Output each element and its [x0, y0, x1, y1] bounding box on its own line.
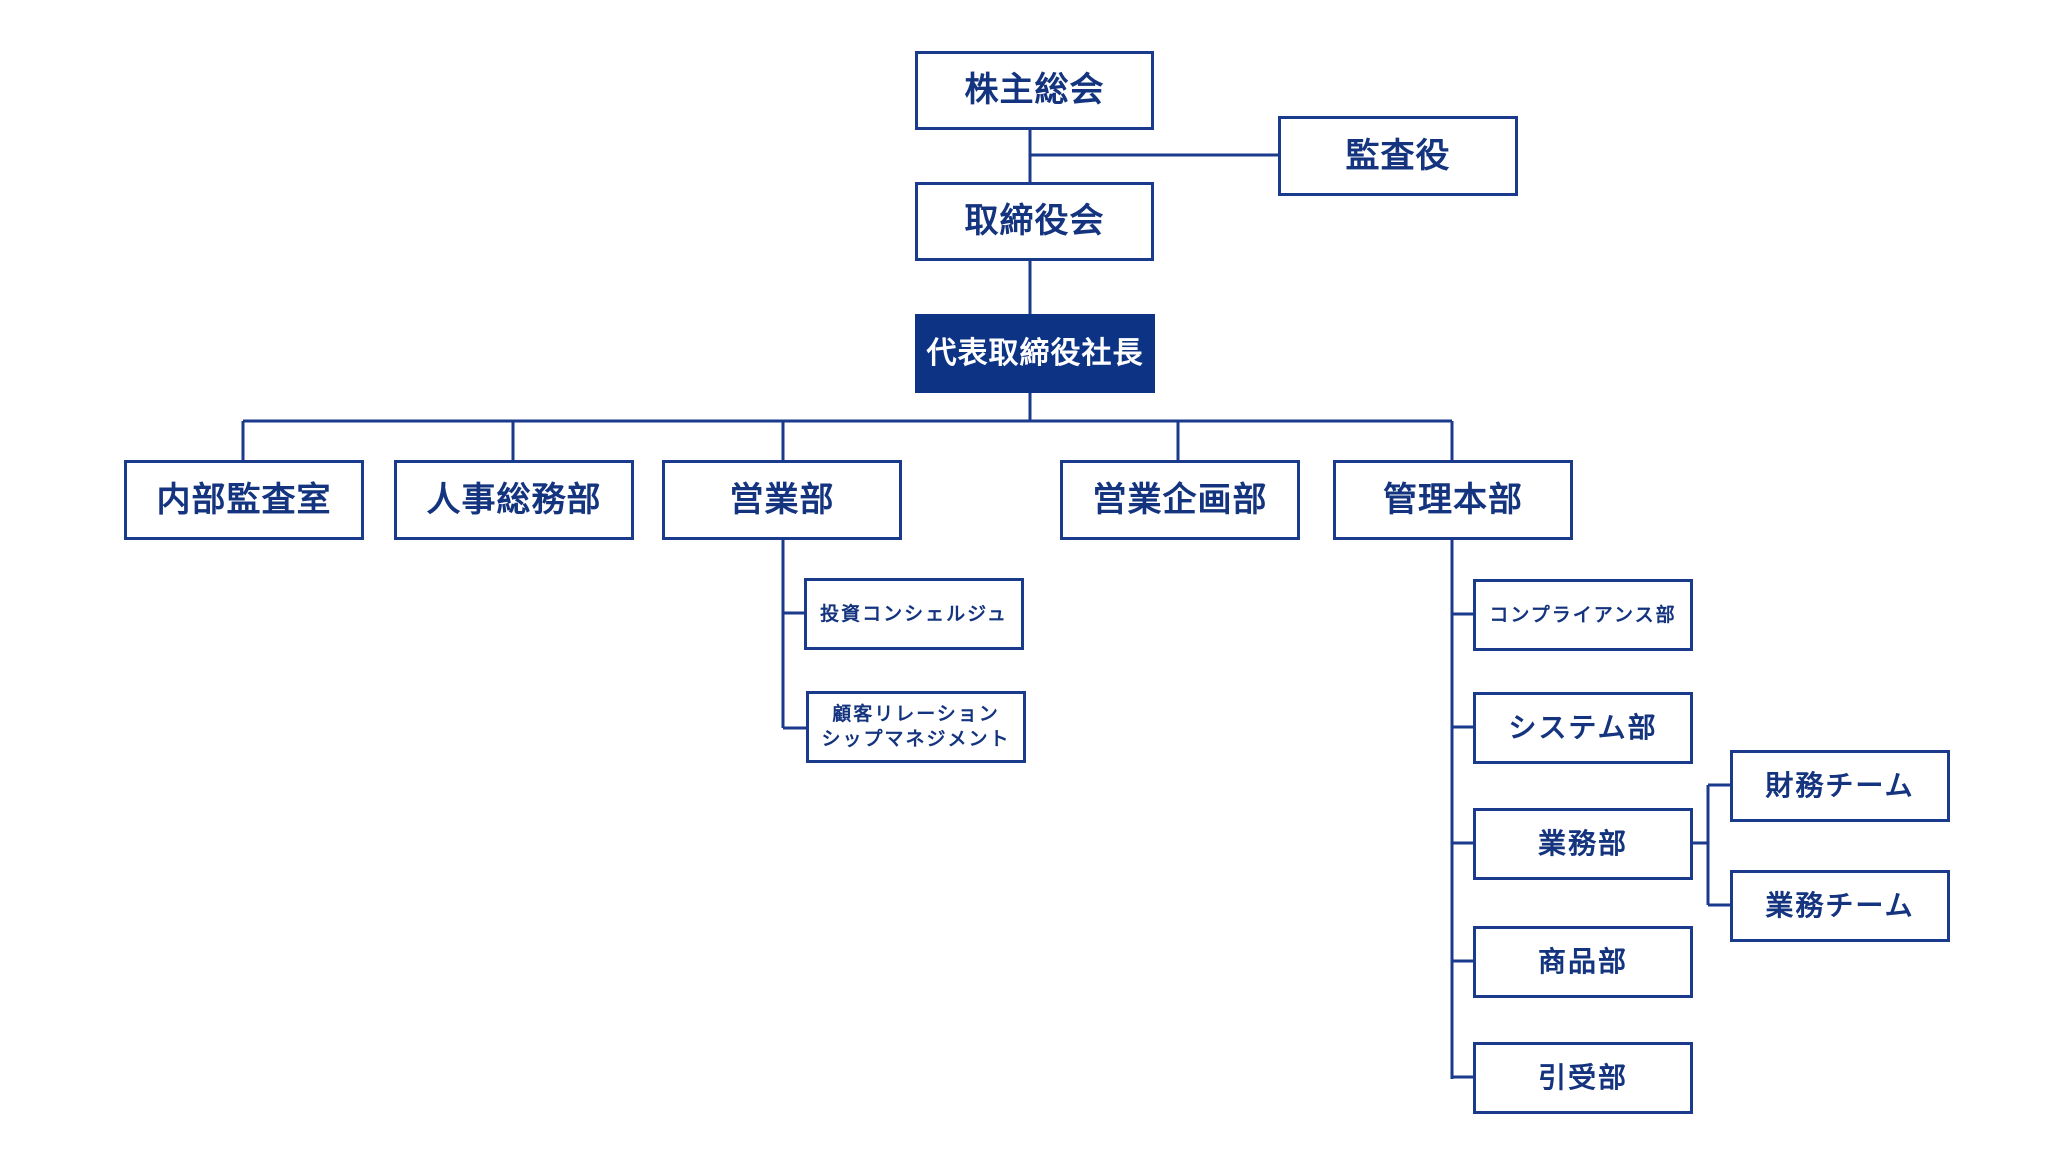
systems-label: システム部: [1508, 710, 1658, 744]
underwriting-label: 引受部: [1537, 1060, 1628, 1094]
customer-relationship-label-line2: シップマネジメント: [821, 728, 1011, 750]
operations-team-box: 業務チーム: [1730, 870, 1950, 942]
administration-box: 管理本部: [1333, 460, 1573, 540]
investment-concierge-label: 投資コンシェルジュ: [820, 602, 1008, 625]
internal-audit-label: 内部監査室: [156, 479, 332, 520]
sales-label: 営業部: [729, 479, 835, 520]
president-label: 代表取締役社長: [926, 336, 1144, 371]
administration-label: 管理本部: [1383, 479, 1523, 520]
shareholders-meeting-box: 株主総会: [915, 51, 1154, 130]
hr-general-affairs-label: 人事総務部: [426, 479, 602, 520]
compliance-box: コンプライアンス部: [1473, 579, 1693, 651]
underwriting-box: 引受部: [1473, 1042, 1693, 1114]
sales-planning-box: 営業企画部: [1060, 460, 1300, 540]
operations-box: 業務部: [1473, 808, 1693, 880]
auditor-box: 監査役: [1278, 116, 1518, 196]
compliance-label: コンプライアンス部: [1489, 603, 1677, 626]
hr-general-affairs-box: 人事総務部: [394, 460, 634, 540]
finance-team-label: 財務チーム: [1765, 768, 1915, 802]
systems-box: システム部: [1473, 692, 1693, 764]
customer-relationship-label-line1: 顧客リレーション: [832, 703, 1000, 726]
operations-label: 業務部: [1537, 826, 1628, 860]
board-of-directors-label: 取締役会: [964, 201, 1105, 242]
products-box: 商品部: [1473, 926, 1693, 998]
operations-team-label: 業務チーム: [1765, 888, 1915, 922]
board-of-directors-box: 取締役会: [915, 182, 1154, 261]
auditor-label: 監査役: [1345, 135, 1451, 176]
sales-box: 営業部: [662, 460, 902, 540]
sales-planning-label: 営業企画部: [1092, 479, 1268, 520]
finance-team-box: 財務チーム: [1730, 750, 1950, 822]
president-box: 代表取締役社長: [915, 314, 1155, 393]
internal-audit-box: 内部監査室: [124, 460, 364, 540]
products-label: 商品部: [1537, 944, 1628, 978]
shareholders-meeting-label: 株主総会: [964, 70, 1105, 111]
investment-concierge-box: 投資コンシェルジュ: [804, 578, 1024, 650]
customer-relationship-box: 顧客リレーション シップマネジメント: [806, 691, 1026, 763]
